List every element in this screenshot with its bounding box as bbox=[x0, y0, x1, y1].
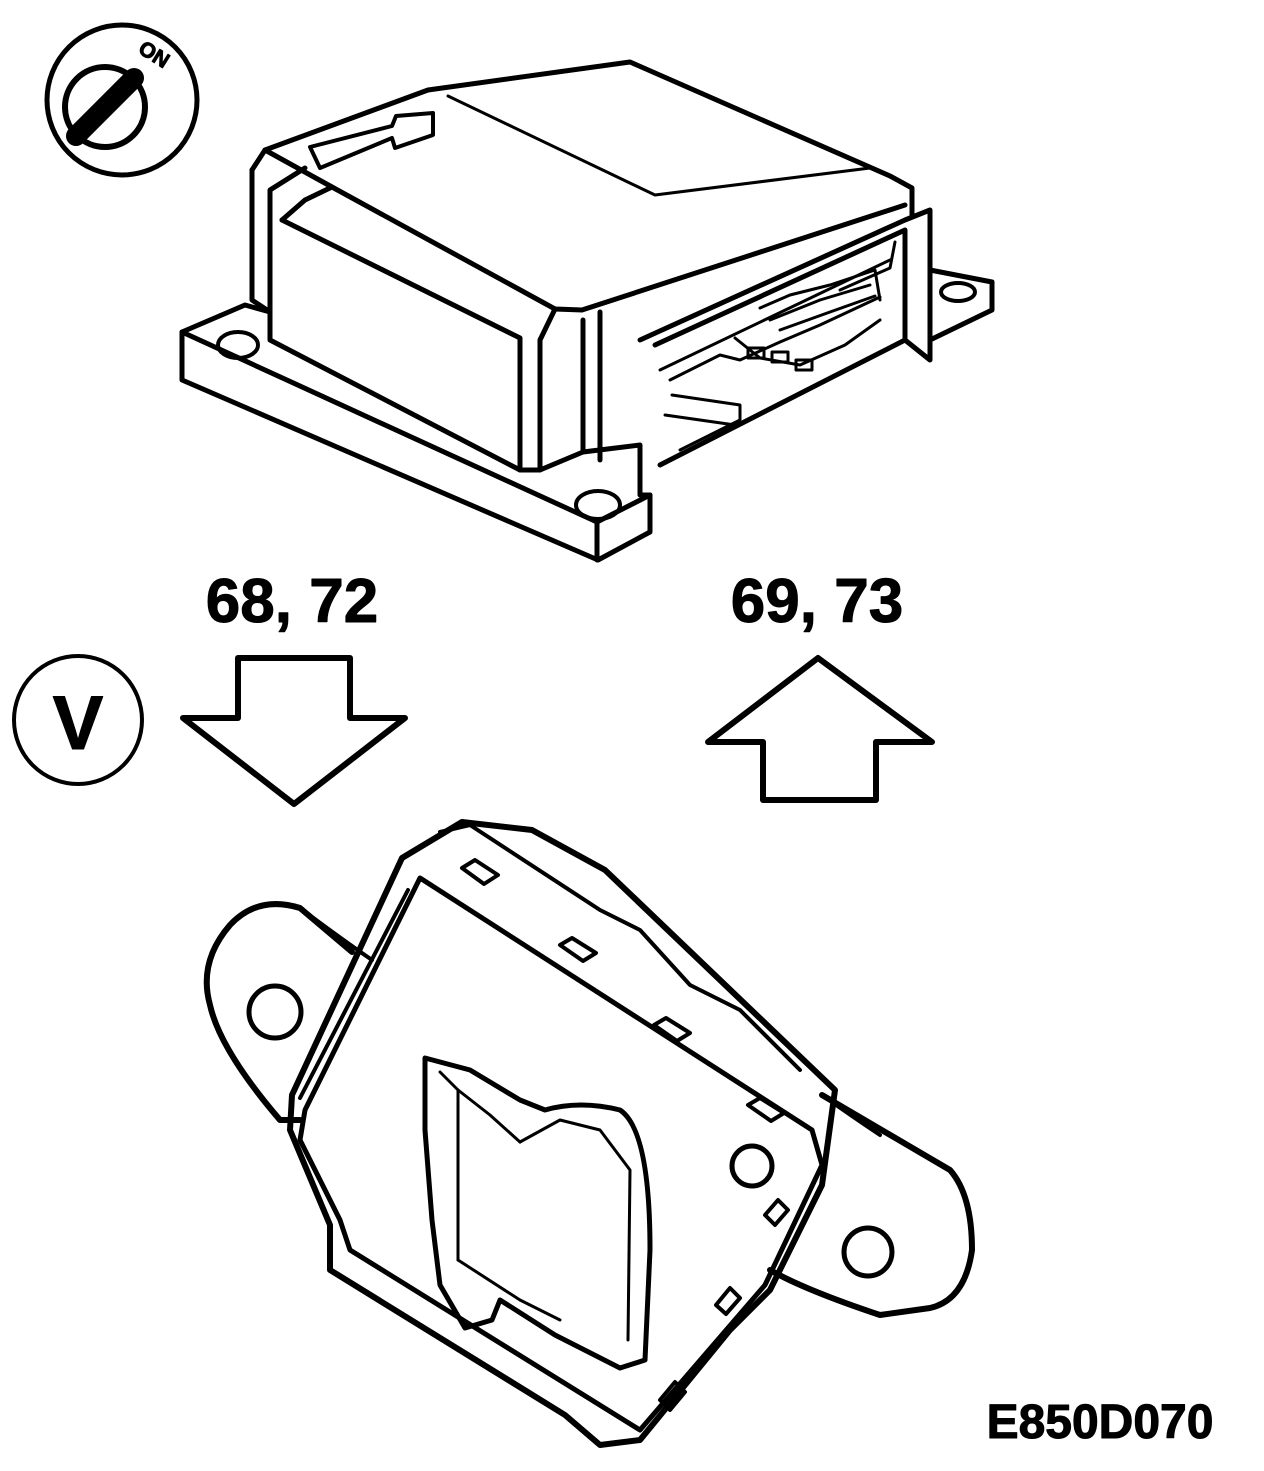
sensor-module bbox=[203, 819, 975, 1448]
arrow-down-label: 68, 72 bbox=[206, 567, 378, 636]
figure-code: E850D070 bbox=[987, 1396, 1214, 1449]
arrow-up-icon: 69, 73 bbox=[705, 567, 935, 803]
voltmeter-label: V bbox=[53, 681, 104, 766]
airbag-control-module bbox=[179, 59, 995, 563]
arrow-down-icon: 68, 72 bbox=[180, 567, 408, 807]
voltmeter-icon: V bbox=[12, 654, 144, 786]
ignition-key-icon: ON bbox=[44, 22, 200, 178]
arrow-up-label: 69, 73 bbox=[731, 567, 903, 636]
